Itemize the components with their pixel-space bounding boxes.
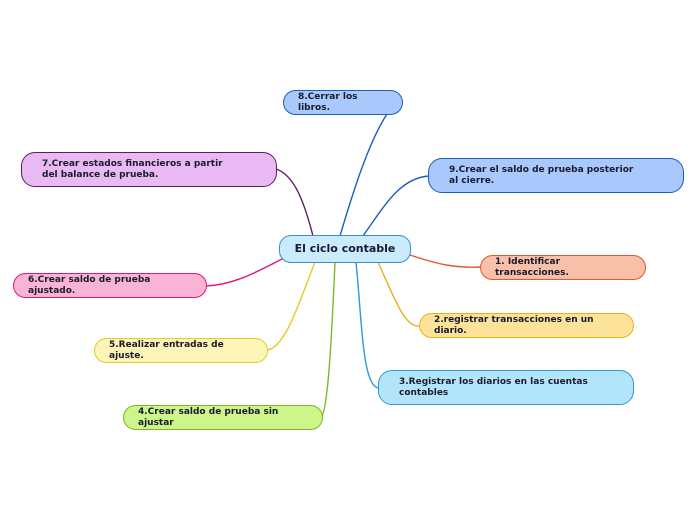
topic-label-6: 6.Crear saldo de prueba ajustado.	[28, 275, 151, 296]
topic-label-9: 9.Crear el saldo de prueba posterior al …	[449, 165, 634, 186]
connector-line-5	[265, 261, 316, 351]
connector-line-6	[205, 257, 285, 287]
topic-label-8: 8.Cerrar los libros.	[298, 92, 358, 113]
central-topic-label: El ciclo contable	[294, 241, 396, 255]
topic-node-2[interactable]: 2.registrar transacciones en un diario.	[419, 313, 634, 338]
topic-node-8[interactable]: 8.Cerrar los libros.	[283, 90, 403, 115]
topic-node-4[interactable]: 4.Crear saldo de prueba sin ajustar	[123, 405, 323, 430]
connector-line-4	[319, 261, 336, 419]
topic-label-7: 7.Crear estados financieros a partir del…	[42, 159, 223, 180]
connector-line-1	[409, 254, 482, 268]
topic-label-2: 2.registrar transacciones en un diario.	[434, 315, 594, 336]
topic-node-7[interactable]: 7.Crear estados financieros a partir del…	[21, 152, 277, 187]
topic-label-3: 3.Registrar los diarios en las cuentas c…	[399, 377, 588, 398]
connector-line-7	[275, 168, 314, 237]
topic-label-5: 5.Realizar entradas de ajuste.	[109, 340, 224, 361]
connector-line-2	[377, 261, 421, 327]
topic-node-6[interactable]: 6.Crear saldo de prueba ajustado.	[13, 273, 207, 298]
connector-line-3	[355, 261, 381, 389]
topic-label-1: 1. Identificar transacciones.	[495, 257, 569, 278]
topic-node-3[interactable]: 3.Registrar los diarios en las cuentas c…	[378, 370, 634, 405]
topic-node-1[interactable]: 1. Identificar transacciones.	[480, 255, 646, 280]
central-topic-node[interactable]: El ciclo contable	[279, 235, 411, 263]
connector-line-8	[339, 113, 388, 237]
connector-line-9	[362, 175, 430, 237]
topic-node-9[interactable]: 9.Crear el saldo de prueba posterior al …	[428, 158, 684, 193]
topic-node-5[interactable]: 5.Realizar entradas de ajuste.	[94, 338, 268, 363]
topic-label-4: 4.Crear saldo de prueba sin ajustar	[138, 407, 279, 428]
